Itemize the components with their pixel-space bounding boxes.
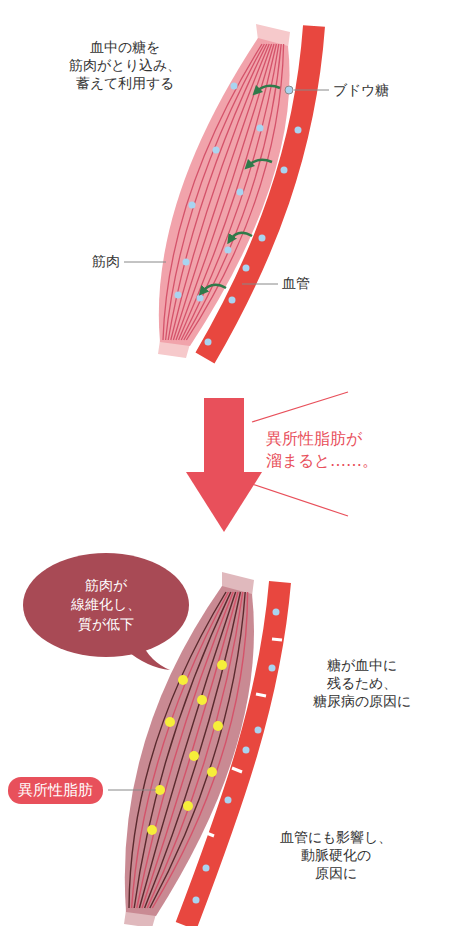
transition-caption: 異所性脂肪が 溜まると……。 (266, 428, 378, 471)
glucose-dots (175, 83, 264, 302)
fat-dots (147, 660, 227, 835)
muscle-fiber (173, 44, 271, 340)
speech-bubble: 筋肉が 線維化し、 質が低下 (22, 552, 190, 658)
leader-lines (124, 90, 329, 284)
muscle-fiber (168, 44, 267, 340)
annotation: ブドウ糖 (333, 81, 389, 99)
annotation: 筋肉 (92, 252, 120, 270)
blood-vessel (205, 26, 315, 358)
annotation: 血管 (282, 274, 310, 292)
annotation: 血管にも影響し、 動脈硬化の 原因に (280, 828, 392, 883)
leader-line (108, 790, 156, 791)
label-box: 異所性脂肪 (8, 777, 103, 804)
blood-vessel (186, 582, 282, 926)
node-text: 異所性脂肪 (18, 780, 93, 801)
annotation: 血中の糖を 筋肉がとり込み、 蓄えて利用する (69, 38, 181, 93)
annotation: 糖が血中に 残るため、 糖尿病の原因に (313, 656, 411, 711)
node-text: 筋肉が 線維化し、 質が低下 (71, 576, 141, 635)
muscle-fiber (171, 44, 269, 340)
transition-arrow (186, 398, 262, 532)
uptake-arrows (202, 86, 280, 292)
